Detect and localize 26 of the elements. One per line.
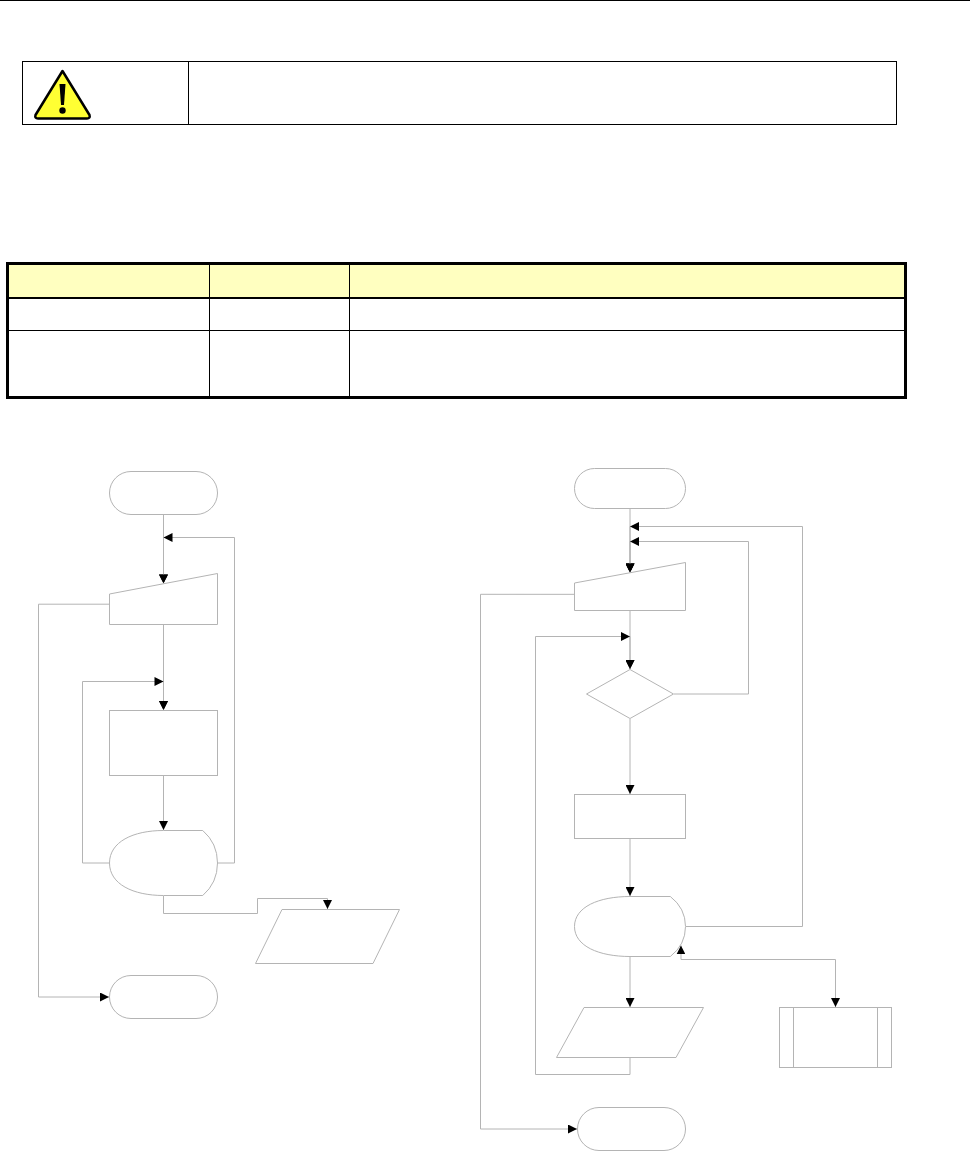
arrow — [159, 775, 168, 831]
predefined-process-box — [779, 1007, 892, 1068]
data-parallelogram — [255, 909, 400, 964]
manual-input-shape — [574, 562, 686, 611]
arrow — [676, 944, 840, 1008]
data-parallelogram — [556, 1007, 704, 1058]
display-shape — [574, 896, 686, 957]
arrow — [159, 533, 235, 864]
process-box — [574, 794, 686, 839]
arrow — [625, 537, 749, 695]
arrow — [480, 593, 578, 1134]
arrow — [163, 895, 332, 914]
terminal-shape — [109, 471, 218, 515]
process-box — [109, 710, 218, 776]
arrow — [625, 956, 635, 1008]
display-shape — [109, 830, 218, 896]
terminal-shape — [577, 1107, 686, 1151]
arrow — [38, 603, 110, 1002]
terminal-shape — [109, 975, 218, 1019]
arrow — [82, 677, 168, 864]
arrow — [535, 632, 635, 1075]
arrow — [625, 838, 635, 897]
arrow — [625, 718, 635, 795]
terminal-shape — [574, 468, 686, 509]
decision-diamond — [586, 669, 674, 719]
manual-input-shape — [109, 573, 218, 625]
